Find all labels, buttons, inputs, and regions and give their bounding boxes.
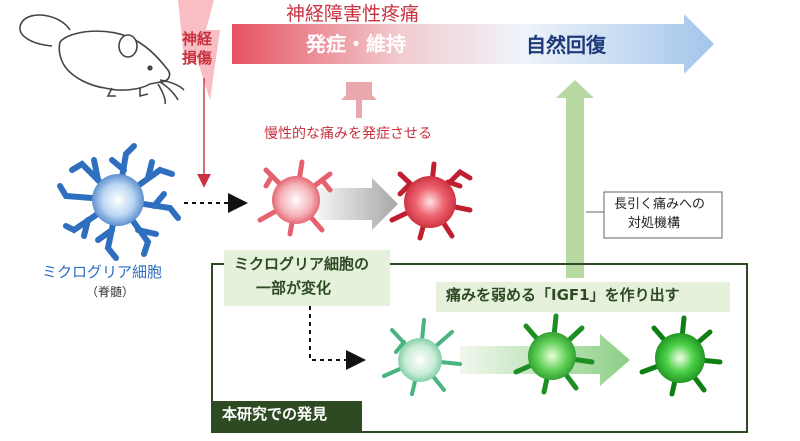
onset-up-arrow-head bbox=[341, 82, 377, 100]
recovery-up-arrow-head bbox=[556, 80, 594, 98]
microglia-cell-green bbox=[513, 313, 595, 395]
discovery-label: 本研究での発見 bbox=[222, 405, 328, 423]
gray-transition-arrow bbox=[318, 178, 398, 230]
igf1-label: 痛みを弱める「IGF1」を作り出す bbox=[446, 286, 680, 304]
microglia-cell-blue bbox=[57, 143, 181, 261]
callout-line2: 対処機構 bbox=[628, 216, 681, 231]
subset-box-bg bbox=[224, 250, 390, 306]
igf1-banner-bg bbox=[436, 282, 730, 312]
microglia-cell-green-bright bbox=[639, 315, 723, 397]
recovery-label: 自然回復 bbox=[526, 33, 606, 57]
dotted-arrow-to-mint bbox=[309, 306, 366, 370]
microglia-cell-red bbox=[389, 161, 473, 241]
callout-line1: 長引く痛みへの bbox=[614, 197, 706, 212]
injury-bolt-shape bbox=[178, 0, 220, 100]
microglia-cell-pink bbox=[257, 159, 333, 237]
microglia-sublabel: （脊髄） bbox=[86, 285, 135, 299]
recovery-up-arrow-shaft bbox=[566, 96, 584, 278]
microglia-label: ミクログリア細胞 bbox=[42, 263, 163, 281]
mouse-illustration bbox=[19, 14, 185, 105]
pain-title: 神経障害性疼痛 bbox=[286, 3, 420, 25]
progression-arrow bbox=[232, 14, 714, 74]
discovery-box bbox=[211, 263, 748, 433]
injury-label: 神経 損傷 bbox=[182, 30, 213, 67]
callout-box-bg bbox=[603, 191, 723, 239]
subset-label-line2: 一部が変化 bbox=[256, 279, 332, 297]
microglia-cell-mint bbox=[382, 318, 462, 396]
subset-label-line1: ミクログリア細胞の bbox=[234, 255, 370, 273]
onset-label: 発症・維持 bbox=[306, 32, 406, 56]
discovery-tab bbox=[212, 401, 362, 432]
chronic-pain-label: 慢性的な痛みを発症させる bbox=[264, 126, 432, 142]
